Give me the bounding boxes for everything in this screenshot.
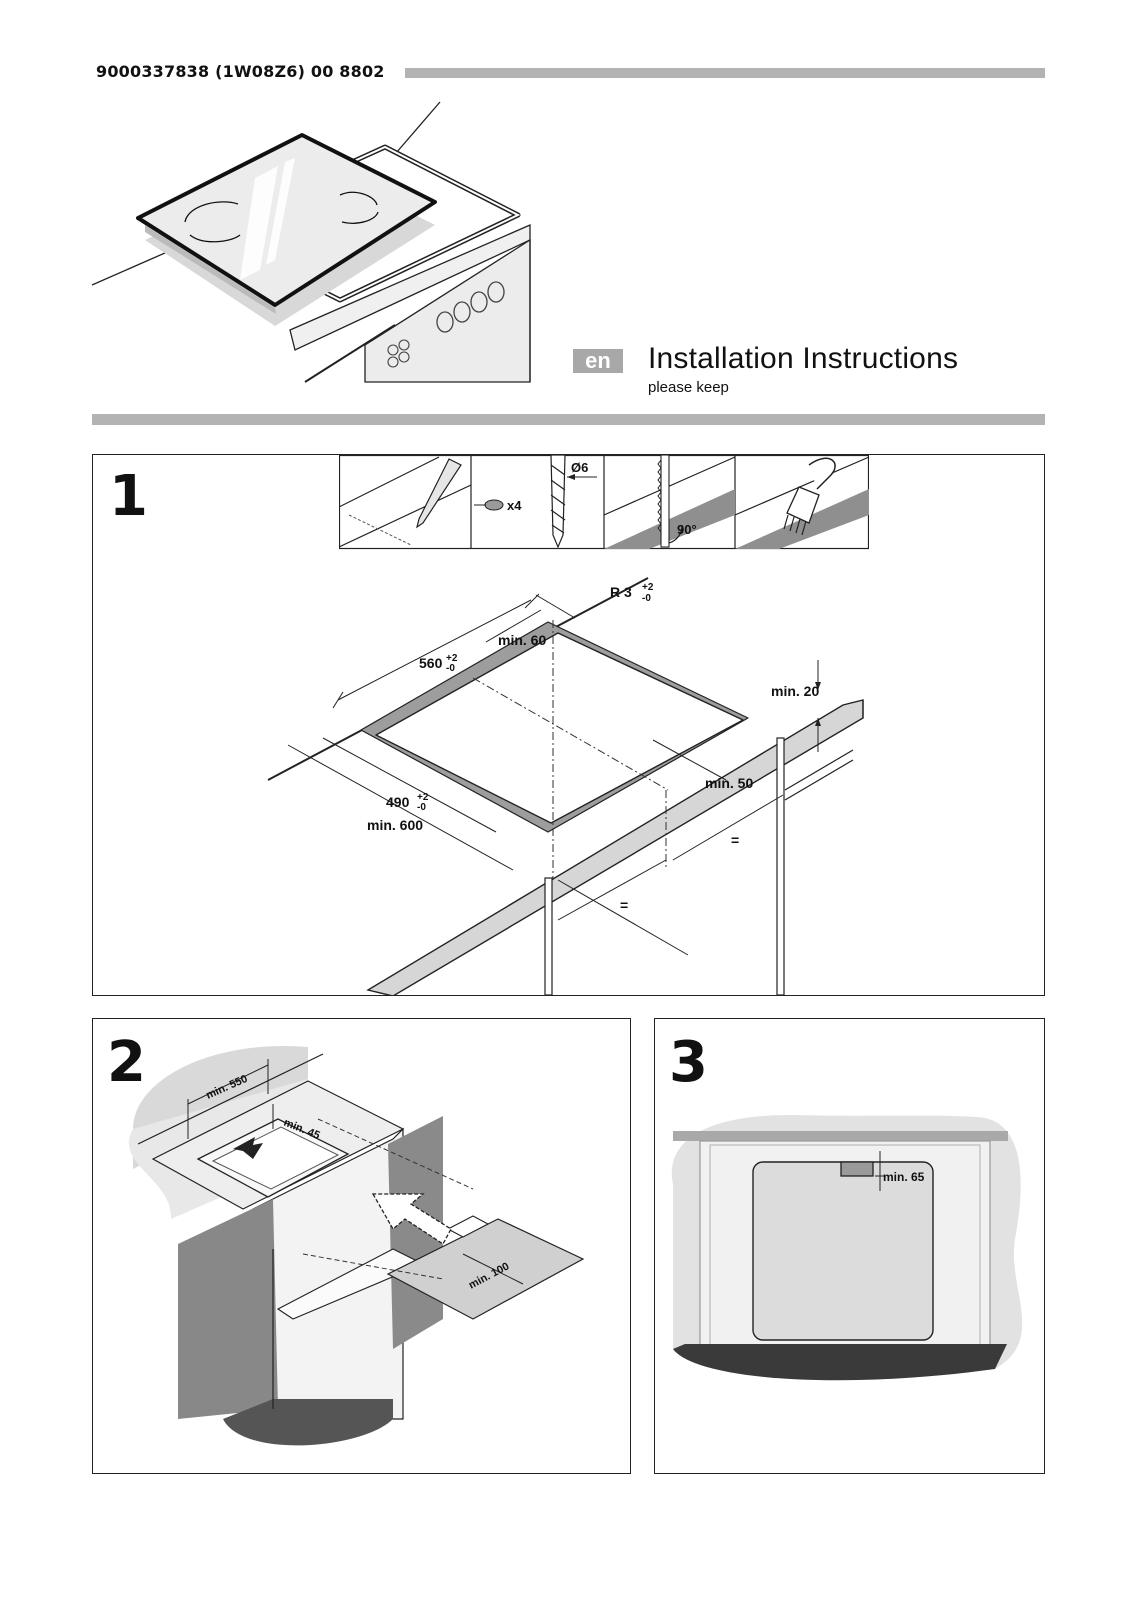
pencil-icon (339, 456, 472, 548)
depth-tol-minus: -0 (417, 802, 426, 813)
header-rule (405, 68, 1045, 78)
hob-illustration (91, 101, 560, 383)
depth-tol-plus: +2 (417, 792, 429, 803)
saw-icon: 90° (603, 455, 736, 549)
min-side-label: min. 50 (705, 775, 753, 791)
page-subtitle: please keep (648, 379, 729, 396)
cutout-diagram: R 3 +2 -0 min. 60 560 +2 -0 min. 20 min.… (267, 577, 864, 995)
language-badge: en (573, 349, 623, 373)
angle-label: 90° (677, 522, 697, 537)
section-rule (92, 414, 1045, 425)
radius-label: R 3 (610, 584, 632, 600)
clip-count-label: x4 (507, 498, 522, 513)
step-3-number: 3 (669, 1030, 708, 1095)
min-top-label: min. 20 (771, 683, 819, 699)
document-number: 9000337838 (1W08Z6) 00 8802 (96, 62, 385, 81)
min-65-label: min. 65 (883, 1170, 925, 1184)
step-2-number: 2 (107, 1030, 146, 1095)
radius-tol-plus: +2 (642, 582, 654, 593)
drill-icon: x4 Ø6 (474, 455, 597, 549)
tool-strip: x4 Ø6 90° (339, 455, 869, 550)
width-label: 560 (419, 655, 443, 671)
depth-label: 490 (386, 794, 410, 810)
drill-diameter-label: Ø6 (571, 460, 588, 475)
min-back-label: min. 60 (498, 632, 546, 648)
brush-icon (734, 456, 869, 549)
page-title: Installation Instructions (648, 342, 959, 375)
clearance-diagram: min. 65 (671, 1114, 1023, 1381)
width-tol-minus: -0 (446, 663, 455, 674)
step-1-number: 1 (109, 464, 148, 529)
ventilation-diagram: min. 550 min. 45 min. 100 (128, 1045, 585, 1446)
min-front-label: min. 600 (367, 817, 423, 833)
equal-label-a: = (731, 832, 739, 848)
equal-label-b: = (620, 897, 628, 913)
width-tol-plus: +2 (446, 653, 458, 664)
radius-tol-minus: -0 (642, 593, 651, 604)
